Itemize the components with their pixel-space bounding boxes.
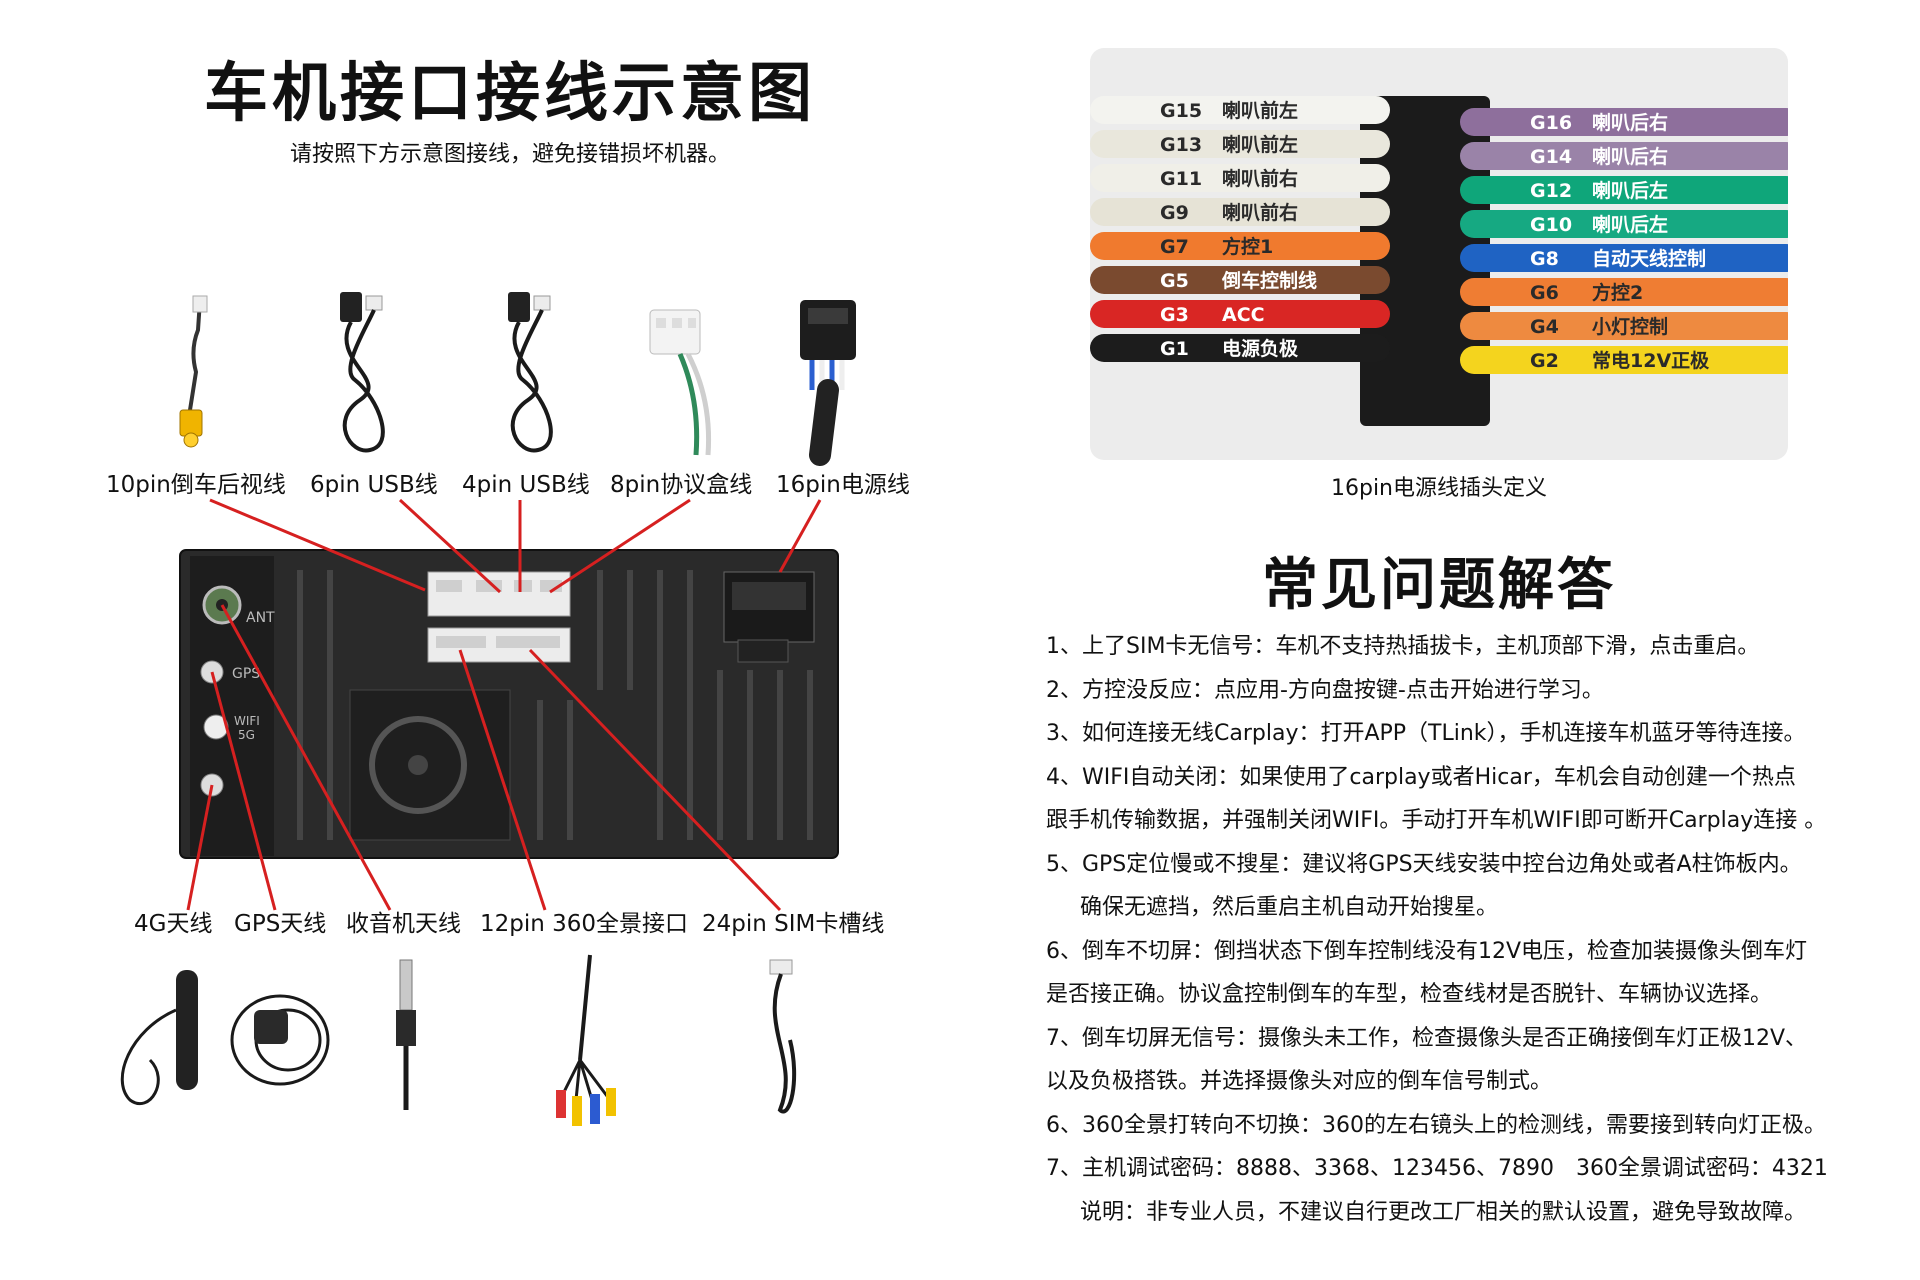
wire-code: G5 xyxy=(1160,270,1189,292)
head-unit-rear-panel: ANT GPS WIFI 5G xyxy=(179,549,839,859)
wire-left-g3: G3 ACC xyxy=(1090,300,1390,328)
wire-code: G9 xyxy=(1160,202,1189,224)
wire-function: 喇叭前右 xyxy=(1222,167,1298,190)
wire-function: 喇叭前左 xyxy=(1222,99,1298,122)
wire-right-g12: G12 喇叭后左 xyxy=(1460,176,1788,204)
wire-code: G4 xyxy=(1530,316,1559,338)
antenna-label-gps: GPS天线 xyxy=(234,911,327,937)
port-gps-mark: GPS xyxy=(232,666,260,682)
wire-left-g5: G5 倒车控制线 xyxy=(1090,266,1390,294)
wire-function: 电源负极 xyxy=(1222,337,1299,360)
faq-line: 4、WIFI自动关闭：如果使用了carplay或者Hicar，车机会自动创建一个… xyxy=(1046,764,1796,790)
wire-right-g2: G2 常电12V正极 xyxy=(1460,346,1788,374)
wire-right-g4: G4 小灯控制 xyxy=(1460,312,1788,340)
harness-plug xyxy=(1360,96,1490,426)
faq-line: 2、方控没反应：点应用-方向盘按键-点击开始进行学习。 xyxy=(1046,677,1604,703)
wire-code: G11 xyxy=(1160,168,1202,190)
faq-line: 是否接正确。协议盒控制倒车的车型，检查线材是否脱针、车辆协议选择。 xyxy=(1046,982,1773,1007)
wire-code: G3 xyxy=(1160,304,1189,326)
wire-right-g10: G10 喇叭后左 xyxy=(1460,210,1788,238)
cable-label-6pin-usb: 6pin USB线 xyxy=(310,472,438,498)
wire-function: 小灯控制 xyxy=(1592,315,1668,338)
wire-function: 常电12V正极 xyxy=(1592,349,1710,372)
cable-label-16pin: 16pin电源线 xyxy=(776,472,910,498)
faq-line: 6、倒车不切屏：倒挡状态下倒车控制线没有12V电压，检查加装摄像头倒车灯 xyxy=(1046,938,1808,964)
wire-harness-caption: 16pin电源线插头定义 xyxy=(1330,476,1547,501)
cable-label-8pin: 8pin协议盒线 xyxy=(610,472,753,498)
cable-label-10pin: 10pin倒车后视线 xyxy=(106,472,286,498)
cable-12pin-360-image xyxy=(556,954,616,1126)
wire-function: 倒车控制线 xyxy=(1221,269,1317,292)
wire-function: 喇叭后右 xyxy=(1592,111,1668,134)
wire-function: 喇叭前左 xyxy=(1222,133,1298,156)
wire-function: ACC xyxy=(1222,304,1265,326)
faq-line: 确保无遮挡，然后重启主机自动开始搜星。 xyxy=(1080,895,1499,920)
wire-code: G1 xyxy=(1160,338,1189,360)
antenna-radio-image xyxy=(396,959,416,1110)
faq-line: 以及负极搭铁。并选择摄像头对应的倒车信号制式。 xyxy=(1046,1069,1553,1094)
faq-line: 跟手机传输数据，并强制关闭WIFI。手动打开车机WIFI即可断开Carplay连… xyxy=(1046,808,1827,833)
wire-left-g1: G1 电源负极 xyxy=(1090,334,1390,362)
wire-right-g8: G8 自动天线控制 xyxy=(1460,244,1788,272)
cable-10pin-rear-camera xyxy=(179,295,208,448)
faq-title: 常见问题解答 xyxy=(1262,553,1616,618)
wire-right-g16: G16 喇叭后右 xyxy=(1460,108,1788,136)
faq-line: 3、如何连接无线Carplay：打开APP（TLink），手机连接车机蓝牙等待连… xyxy=(1046,721,1806,746)
leader-lines xyxy=(186,498,822,912)
port-wifi-band-mark: 5G xyxy=(238,728,255,742)
antenna-4g-image xyxy=(120,970,198,1106)
page-title: 车机接口接线示意图 xyxy=(204,57,816,131)
antenna-label-4g: 4G天线 xyxy=(134,911,213,937)
wire-left-g7: G7 方控1 xyxy=(1090,232,1390,260)
wire-right-g6: G6 方控2 xyxy=(1460,278,1788,306)
wire-code: G14 xyxy=(1530,146,1572,168)
faq-line: 1、上了SIM卡无信号：车机不支持热插拔卡，主机顶部下滑，点击重启。 xyxy=(1046,634,1760,659)
cable-label-4pin-usb: 4pin USB线 xyxy=(462,472,590,498)
wire-code: G16 xyxy=(1530,112,1572,134)
wire-left-g13: G13 喇叭前左 xyxy=(1090,130,1390,158)
wire-code: G10 xyxy=(1530,214,1572,236)
wire-right-g14: G14 喇叭后右 xyxy=(1460,142,1788,170)
cable-4pin-usb xyxy=(508,292,553,453)
wire-function: 方控1 xyxy=(1222,235,1273,258)
faq-line: 7、倒车切屏无信号：摄像头未工作，检查摄像头是否正确接倒车灯正极12V、 xyxy=(1046,1025,1808,1051)
faq-line: 7、主机调试密码：8888、3368、123456、7890 360全景调试密码… xyxy=(1046,1156,1828,1181)
page-subtitle: 请按照下方示意图接线，避免接错损坏机器。 xyxy=(289,142,730,167)
wire-code: G13 xyxy=(1160,134,1202,156)
wire-left-g11: G11 喇叭前右 xyxy=(1090,164,1390,192)
wire-function: 喇叭后左 xyxy=(1592,213,1668,236)
wire-code: G7 xyxy=(1160,236,1189,258)
faq-line: 5、GPS定位慢或不搜星：建议将GPS天线安装中控台边角处或者A柱饰板内。 xyxy=(1046,851,1802,877)
faq-line: 说明：非专业人员，不建议自行更改工厂相关的默认设置，避免导致故障。 xyxy=(1080,1199,1807,1225)
wire-code: G12 xyxy=(1530,180,1572,202)
faq-line: 6、360全景打转向不切换：360的左右镜头上的检测线，需要接到转向灯正极。 xyxy=(1046,1112,1826,1138)
port-label-24pin-sim: 24pin SIM卡槽线 xyxy=(702,911,885,937)
wire-left-g15: G15 喇叭前左 xyxy=(1090,96,1390,124)
antenna-label-radio: 收音机天线 xyxy=(346,911,461,937)
wire-code: G15 xyxy=(1160,100,1202,122)
port-label-12pin-360: 12pin 360全景接口 xyxy=(480,911,689,937)
interface-diagram: ANT GPS WIFI 5G xyxy=(120,292,856,1126)
cable-24pin-sim-image xyxy=(769,959,797,1114)
wire-function: 喇叭后左 xyxy=(1592,179,1668,202)
antenna-gps-image xyxy=(230,994,330,1086)
wire-code: G2 xyxy=(1530,350,1559,372)
wire-function: 方控2 xyxy=(1592,281,1643,304)
wire-function: 喇叭前右 xyxy=(1222,201,1298,224)
wire-code: G8 xyxy=(1530,248,1559,270)
wire-left-g9: G9 喇叭前右 xyxy=(1090,198,1390,226)
wire-function: 喇叭后右 xyxy=(1592,145,1668,168)
cable-6pin-usb xyxy=(340,292,385,453)
cable-16pin-power xyxy=(800,300,856,466)
port-ant-mark: ANT xyxy=(246,610,275,626)
wire-function: 自动天线控制 xyxy=(1592,247,1706,270)
port-wifi-mark: WIFI xyxy=(234,714,260,728)
cable-8pin-protocol xyxy=(649,309,712,456)
wire-code: G6 xyxy=(1530,282,1559,304)
